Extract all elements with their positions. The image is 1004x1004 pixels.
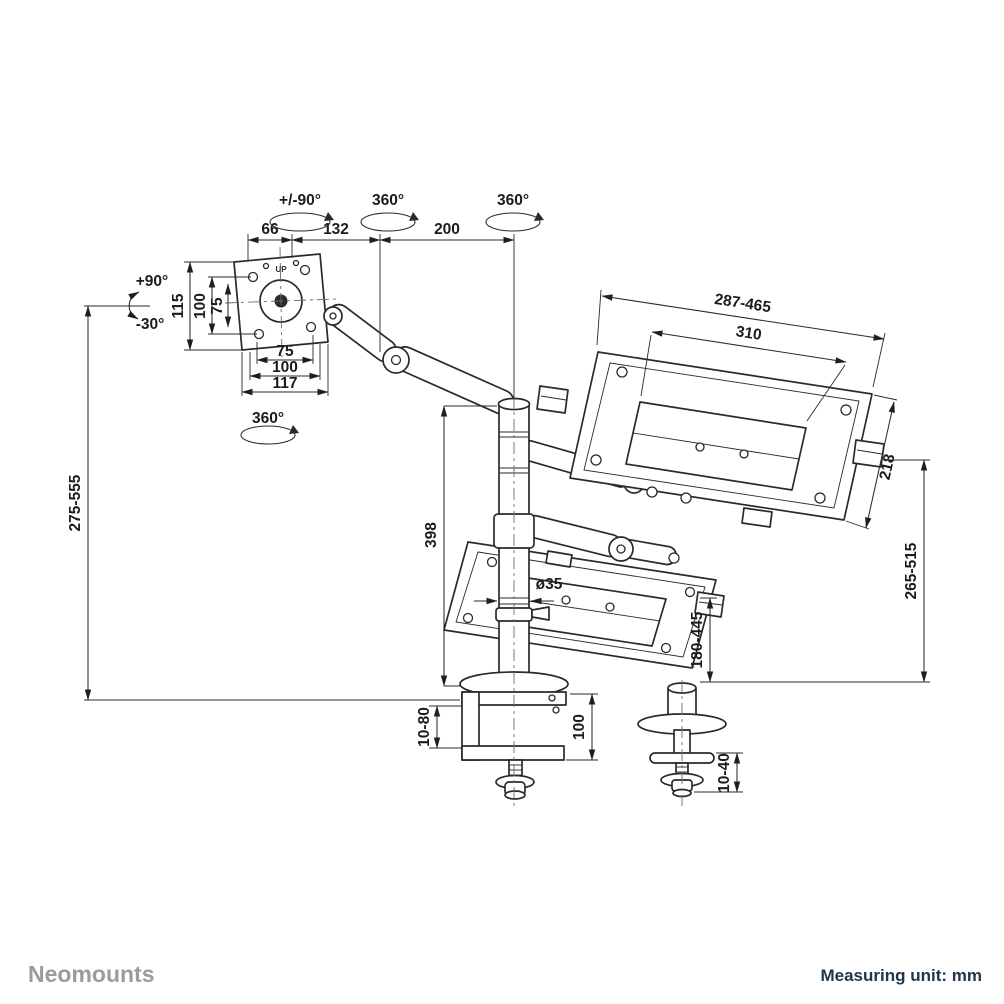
measuring-unit-label: Measuring unit: mm <box>820 966 982 985</box>
dim-180-445: 180-445 <box>689 611 706 668</box>
label-swivel-vesa: 360° <box>252 410 284 427</box>
dim-287-465: 287-465 <box>713 291 772 316</box>
label-tilt-up: +90° <box>136 273 169 290</box>
dim-75-v: 75 <box>209 297 226 315</box>
dim-10-40: 10-40 <box>716 753 733 793</box>
dim-218: 218 <box>877 452 899 481</box>
grommet-mount <box>637 682 727 798</box>
dim-75-h: 75 <box>276 343 294 360</box>
lower-arm <box>522 514 680 566</box>
dim-310: 310 <box>735 323 763 344</box>
upper-laptop-tray <box>536 351 885 528</box>
rotation-arrow-icon <box>289 425 299 434</box>
rotation-arrow-icon <box>409 212 419 221</box>
dim-200: 200 <box>434 221 460 238</box>
dim-115: 115 <box>170 293 187 318</box>
label-swivel-arm: 360° <box>372 192 404 209</box>
tilt-arc-icon <box>127 291 140 320</box>
centerlines <box>224 246 683 806</box>
footer: Neomounts Measuring unit: mm <box>28 961 982 987</box>
lower-laptop-tray <box>443 541 725 669</box>
brand-logo: Neomounts <box>28 961 155 987</box>
rotation-arrow-icon <box>534 212 544 221</box>
vesa-up-marking: UP <box>275 265 287 274</box>
dim-o35: ø35 <box>536 576 563 593</box>
dimensions: 66 132 200 115 100 75 75 100 117 275-555 <box>67 221 930 793</box>
dim-100-h: 100 <box>272 359 298 376</box>
dim-265-515: 265-515 <box>903 542 920 599</box>
dim-275-555: 275-555 <box>67 474 84 531</box>
label-tilt-down: -30° <box>136 316 165 333</box>
dim-100-v: 100 <box>192 293 209 319</box>
dim-100-clamp: 100 <box>571 714 588 740</box>
label-swivel-pole: 360° <box>497 192 529 209</box>
dim-10-80: 10-80 <box>416 707 433 747</box>
rotation-annotations: +/-90° 360° 360° 360° +90° -30° <box>127 192 544 445</box>
monitor-arm <box>323 303 515 415</box>
dim-398: 398 <box>423 522 440 548</box>
dim-132: 132 <box>323 221 349 238</box>
dim-117: 117 <box>272 375 297 392</box>
rotation-arrow-icon <box>324 212 334 221</box>
dim-66: 66 <box>261 221 279 238</box>
label-tilt-range: +/-90° <box>279 192 321 209</box>
